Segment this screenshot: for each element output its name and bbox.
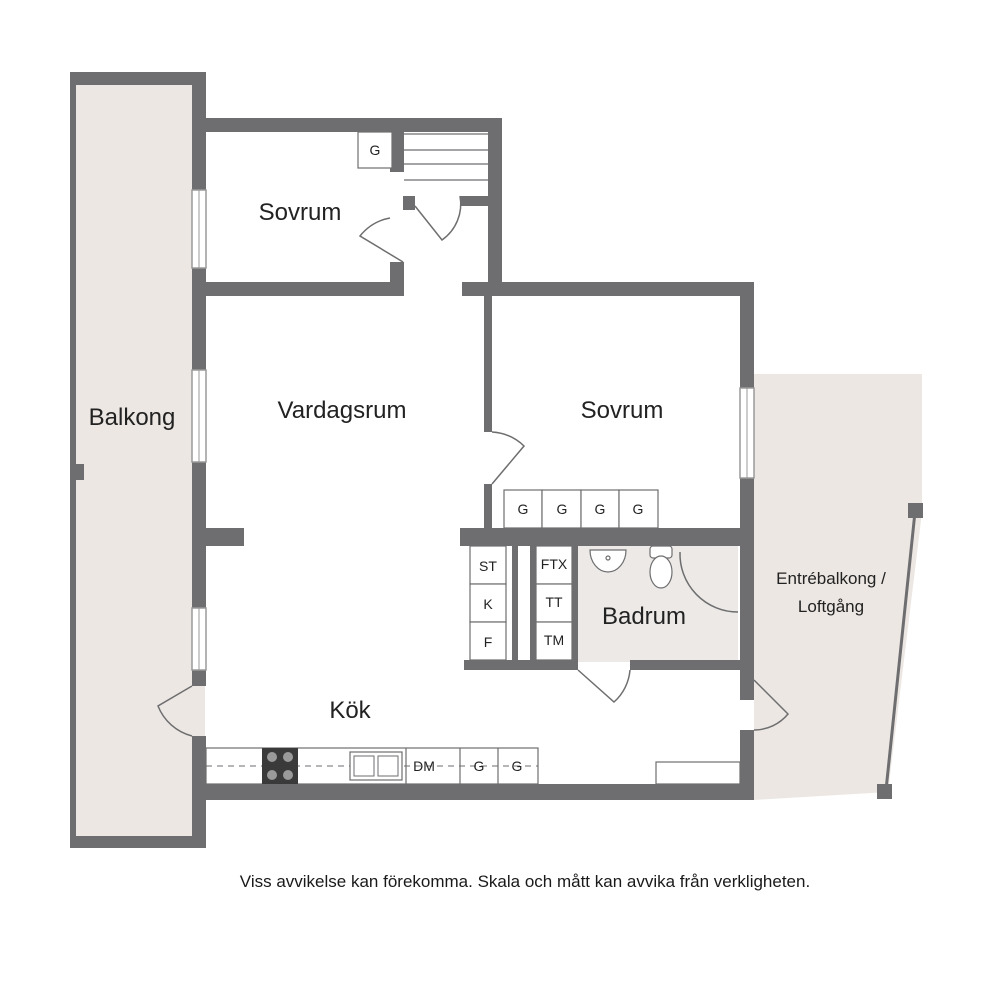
fixture-label-tm: TM (544, 632, 564, 648)
appliance-box (469, 621, 507, 661)
wall (460, 528, 754, 546)
room-label-badrum: Badrum (602, 603, 686, 630)
wall (390, 132, 404, 172)
wall (460, 196, 490, 206)
wall (192, 462, 206, 608)
window-glass-lines (198, 190, 748, 670)
wall (512, 546, 518, 662)
wall (390, 262, 404, 296)
room-label-kok: Kök (329, 697, 371, 724)
wardrobes (357, 131, 659, 661)
balcony-left-post (70, 464, 84, 480)
appliance-box (535, 545, 573, 585)
balcony-right-post-top (908, 503, 923, 518)
fixture-label-st: ST (479, 558, 497, 574)
appliance-box (535, 583, 573, 623)
room-label-balkong: Balkong (89, 404, 176, 431)
fixture-label-ftx: FTX (541, 556, 568, 572)
wall (484, 296, 492, 432)
wall (192, 670, 206, 686)
door-sovrum-top (358, 217, 404, 263)
door-closet (414, 195, 462, 242)
fixture-label-g: G (370, 142, 381, 158)
kitchen-cabinet (655, 761, 741, 785)
balcony-left-bottom-wall (70, 836, 206, 848)
balcony-right-floor (754, 374, 922, 800)
doors (157, 195, 790, 737)
door-balcony-left (157, 685, 193, 737)
wall (192, 784, 754, 800)
wall (740, 730, 754, 800)
balcony-left-floor (70, 72, 205, 848)
wall (403, 196, 415, 210)
door-bath-swing (679, 551, 739, 613)
balcony-left-top-wall (70, 72, 204, 85)
burner-icon (267, 752, 277, 762)
fixture-label-tt: TT (545, 594, 563, 610)
room-label-vardagsrum: Vardagsrum (278, 397, 407, 424)
door-entrance (753, 679, 790, 731)
balcony-left-rail (70, 72, 76, 848)
wall (530, 546, 536, 662)
stairs (404, 133, 488, 181)
wall (462, 282, 754, 296)
balcony-left (70, 72, 206, 848)
wall (740, 282, 754, 388)
wall (488, 118, 502, 296)
burner-icon (283, 770, 293, 780)
burner-icon (267, 770, 277, 780)
disclaimer-text: Viss avvikelse kan förekomma. Skala och … (239, 872, 811, 891)
room-label-entrebalkong-line2: Loftgång (798, 597, 864, 616)
balcony-right-post-bottom (877, 784, 892, 799)
appliance-box (535, 621, 573, 661)
wall (206, 528, 244, 546)
room-label-sovrum-top: Sovrum (259, 199, 342, 226)
balcony-right-rail (884, 511, 917, 791)
wardrobe-box (580, 489, 620, 529)
door-sovrum-right (491, 431, 526, 485)
door-bathroom (577, 669, 631, 704)
fixture-label-k: K (483, 596, 493, 612)
fixture-label-g: G (595, 501, 606, 517)
sink-basin-icon (353, 755, 375, 777)
fixture-label-f: F (484, 634, 493, 650)
appliance-box (469, 545, 507, 585)
wall (630, 660, 754, 670)
wardrobe-box (618, 489, 659, 529)
balcony-right (754, 374, 923, 800)
wall (484, 484, 492, 530)
fixture-label-g: G (512, 758, 523, 774)
appliance-box (469, 583, 507, 623)
room-label-sovrum-right: Sovrum (581, 397, 664, 424)
sink-basin-icon (377, 755, 399, 777)
fixture-label-g: G (557, 501, 568, 517)
toilet-bowl-icon (649, 555, 673, 589)
wardrobe-box (357, 131, 393, 169)
bathroom-fixtures (589, 545, 673, 589)
burner-icon (283, 752, 293, 762)
walls (192, 72, 754, 848)
kitchen (205, 747, 741, 785)
sink-drain-icon (605, 555, 611, 561)
fixture-label-g: G (518, 501, 529, 517)
fixture-label-g: G (474, 758, 485, 774)
wall (464, 660, 578, 670)
wall (572, 546, 578, 662)
fixture-label-dm: DM (413, 758, 435, 774)
sink-icon (589, 549, 627, 573)
stove-icon (262, 748, 298, 784)
fixture-label-g: G (633, 501, 644, 517)
wall (192, 282, 404, 296)
wardrobe-box (503, 489, 543, 529)
wall (192, 118, 502, 132)
room-label-entrebalkong-line1: Entrébalkong / (776, 569, 886, 588)
